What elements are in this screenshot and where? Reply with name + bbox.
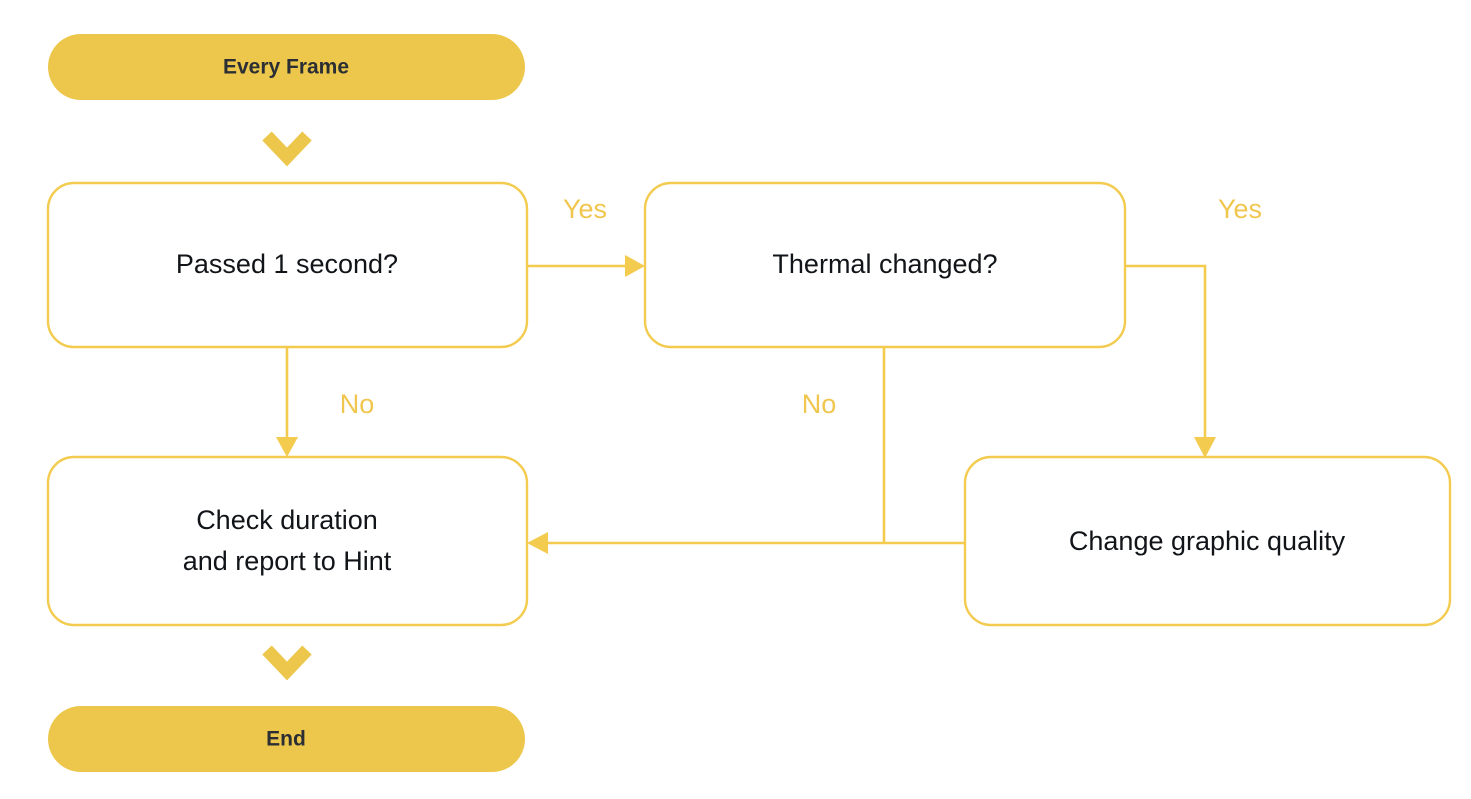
passed-label: Passed 1 second? xyxy=(176,249,398,279)
arrow-head-left-icon xyxy=(527,532,548,554)
quality-box-shape xyxy=(963,455,1452,627)
quality-label: Change graphic quality xyxy=(1069,526,1346,556)
chevron-down-icon xyxy=(262,131,312,167)
end-pill-shape xyxy=(48,706,525,772)
arrow-head-down-icon xyxy=(276,437,298,457)
node-thermal-changed[interactable]: Thermal changed? xyxy=(643,181,1127,349)
node-check-duration[interactable]: Check duration and report to Hint xyxy=(46,455,529,627)
edge-passed-yes xyxy=(527,255,645,277)
arrow-head-right-icon xyxy=(625,255,645,277)
chevron-down-icon xyxy=(262,645,312,681)
node-change-graphic-quality[interactable]: Change graphic quality xyxy=(963,455,1452,627)
check-label-line2: and report to Hint xyxy=(183,546,392,576)
check-label-line1: Check duration xyxy=(196,505,378,535)
edge-quality-to-check xyxy=(527,532,965,554)
start-pill-shape xyxy=(48,34,525,100)
edge-thermal-yes xyxy=(1125,264,1216,458)
thermal-label: Thermal changed? xyxy=(772,249,997,279)
end-label: End xyxy=(266,728,306,751)
node-start[interactable]: Every Frame xyxy=(48,34,525,100)
edge-passed-no xyxy=(276,347,298,457)
node-passed-one-second[interactable]: Passed 1 second? xyxy=(46,181,529,349)
edge-line xyxy=(1125,264,1207,443)
edge-start-to-passed xyxy=(262,131,312,167)
edge-label-passed-no: No xyxy=(340,389,375,419)
thermal-box-shape xyxy=(643,181,1127,349)
passed-box-shape xyxy=(46,181,529,349)
node-end[interactable]: End xyxy=(48,706,525,772)
edge-check-to-end xyxy=(262,645,312,681)
arrow-head-down-icon xyxy=(1194,437,1216,458)
check-box-shape xyxy=(46,455,529,627)
edge-label-passed-yes: Yes xyxy=(563,194,607,224)
edge-label-thermal-yes: Yes xyxy=(1218,194,1262,224)
edge-label-thermal-no: No xyxy=(802,389,837,419)
start-label: Every Frame xyxy=(223,56,349,79)
